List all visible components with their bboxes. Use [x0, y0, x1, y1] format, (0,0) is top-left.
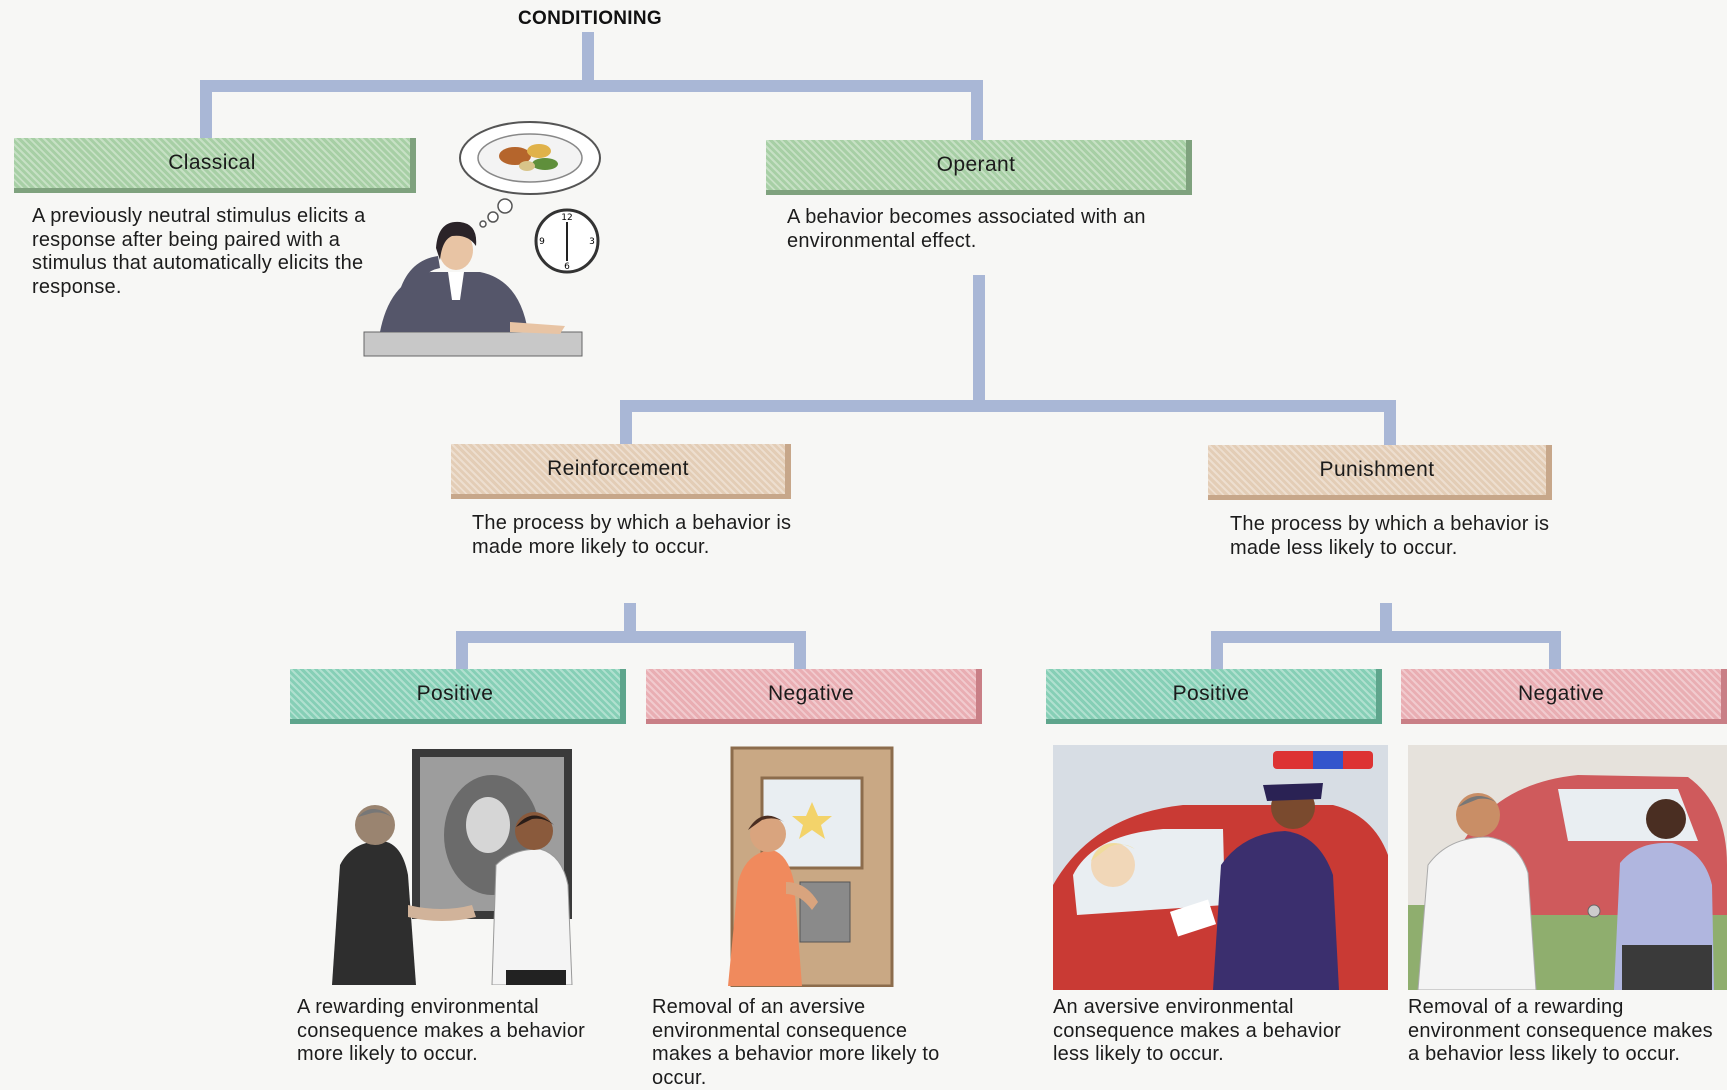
connector-reinforcement-stem — [624, 603, 636, 633]
diagram-title: CONDITIONING — [518, 8, 662, 29]
connector-reinforcement-negative-drop — [794, 631, 806, 671]
svg-text:9: 9 — [539, 237, 545, 247]
punishment-positive-box: Positive — [1046, 669, 1382, 724]
classical-box: Classical — [14, 138, 416, 193]
svg-text:6: 6 — [564, 262, 570, 272]
child-at-door-illustration — [728, 746, 894, 987]
connector-root-stem — [582, 32, 594, 82]
connector-punishment-bar — [1211, 631, 1561, 643]
connector-punishment-drop — [1384, 400, 1396, 446]
connector-punishment-stem — [1380, 603, 1392, 633]
connector-operant-stem — [973, 275, 985, 400]
connector-punishment-positive-drop — [1211, 631, 1223, 671]
woman-thinking-illustration — [363, 221, 583, 357]
connector-classical-drop — [200, 80, 212, 138]
reinforcement-positive-description: A rewarding environmental consequence ma… — [297, 996, 586, 1065]
reinforcement-positive-box: Positive — [290, 669, 626, 724]
operant-box: Operant — [766, 140, 1192, 195]
police-ticket-illustration — [1053, 745, 1388, 990]
connector-operant-bar — [620, 400, 1396, 412]
operant-description: A behavior becomes associated with an en… — [787, 206, 1146, 252]
punishment-positive-description: An aversive environmental consequence ma… — [1053, 996, 1342, 1065]
reinforcement-box: Reinforcement — [451, 444, 791, 499]
connector-punishment-negative-drop — [1549, 631, 1561, 671]
car-keys-illustration — [1408, 745, 1727, 990]
reinforcement-description: The process by which a behavior is made … — [472, 512, 792, 558]
connector-root-bar — [200, 80, 983, 92]
classical-description: A previously neutral stimulus elicits a … — [32, 205, 366, 298]
punishment-description: The process by which a behavior is made … — [1230, 513, 1550, 559]
food-thought-bubble-illustration — [459, 121, 601, 228]
clock-icon: 12 3 6 9 — [534, 208, 600, 274]
connector-reinforcement-bar — [456, 631, 806, 643]
connector-reinforcement-positive-drop — [456, 631, 468, 671]
reinforcement-negative-description: Removal of an aversive environmental con… — [652, 996, 940, 1089]
punishment-negative-box: Negative — [1401, 669, 1727, 724]
connector-operant-drop — [971, 80, 983, 140]
svg-text:3: 3 — [589, 237, 595, 247]
handshake-award-illustration — [332, 749, 573, 985]
connector-reinforcement-drop — [620, 400, 632, 446]
punishment-negative-description: Removal of a rewarding environment conse… — [1408, 996, 1713, 1065]
punishment-box: Punishment — [1208, 445, 1552, 500]
svg-text:12: 12 — [561, 213, 572, 223]
reinforcement-negative-box: Negative — [646, 669, 982, 724]
